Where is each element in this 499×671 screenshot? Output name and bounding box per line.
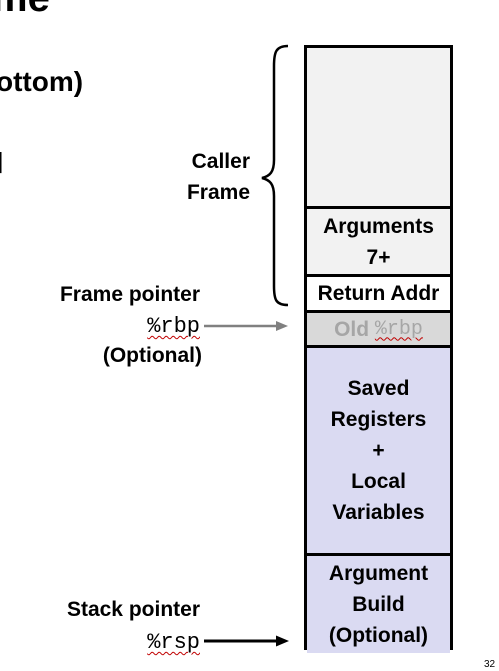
old-rbp-cell: Old %rbp	[307, 310, 450, 345]
page-number: 32	[484, 659, 496, 670]
caller-frame-label: Caller Frame	[150, 146, 250, 208]
bullet-fragment: |	[0, 148, 4, 173]
caller-frame-line1: Caller	[191, 150, 250, 173]
old-rbp-register: %rbp	[374, 317, 423, 341]
caller-frame-cell	[307, 48, 450, 206]
caller-frame-brace	[261, 44, 289, 307]
argument-build-cell: Argument Build (Optional)	[307, 553, 450, 653]
stack-pointer-label: Stack pointer	[66, 598, 200, 621]
frame-pointer-arrow	[204, 321, 288, 331]
arguments-cell: Arguments 7+	[307, 206, 450, 274]
rbp-register-text: %rbp	[147, 314, 200, 339]
stack-pointer-register: %rsp	[100, 626, 200, 658]
slide-subtitle-fragment: ottom)	[0, 66, 84, 97]
slide-title-fragment: me	[0, 0, 50, 18]
rsp-register-text: %rsp	[147, 630, 200, 655]
frame-pointer-label: Frame pointer	[59, 283, 200, 306]
saved-registers-locals-cell: Saved Registers + Local Variables	[307, 345, 450, 553]
old-rbp-prefix: Old	[334, 317, 375, 341]
frame-pointer-note: (Optional)	[102, 344, 202, 367]
frame-pointer-register: %rbp	[100, 310, 200, 342]
caller-frame-line2: Frame	[186, 181, 250, 204]
return-addr-cell: Return Addr	[307, 274, 450, 310]
stack-pointer-arrow	[204, 635, 289, 647]
stack-frame-column: Arguments 7+ Return Addr Old %rbp Saved …	[304, 45, 453, 653]
